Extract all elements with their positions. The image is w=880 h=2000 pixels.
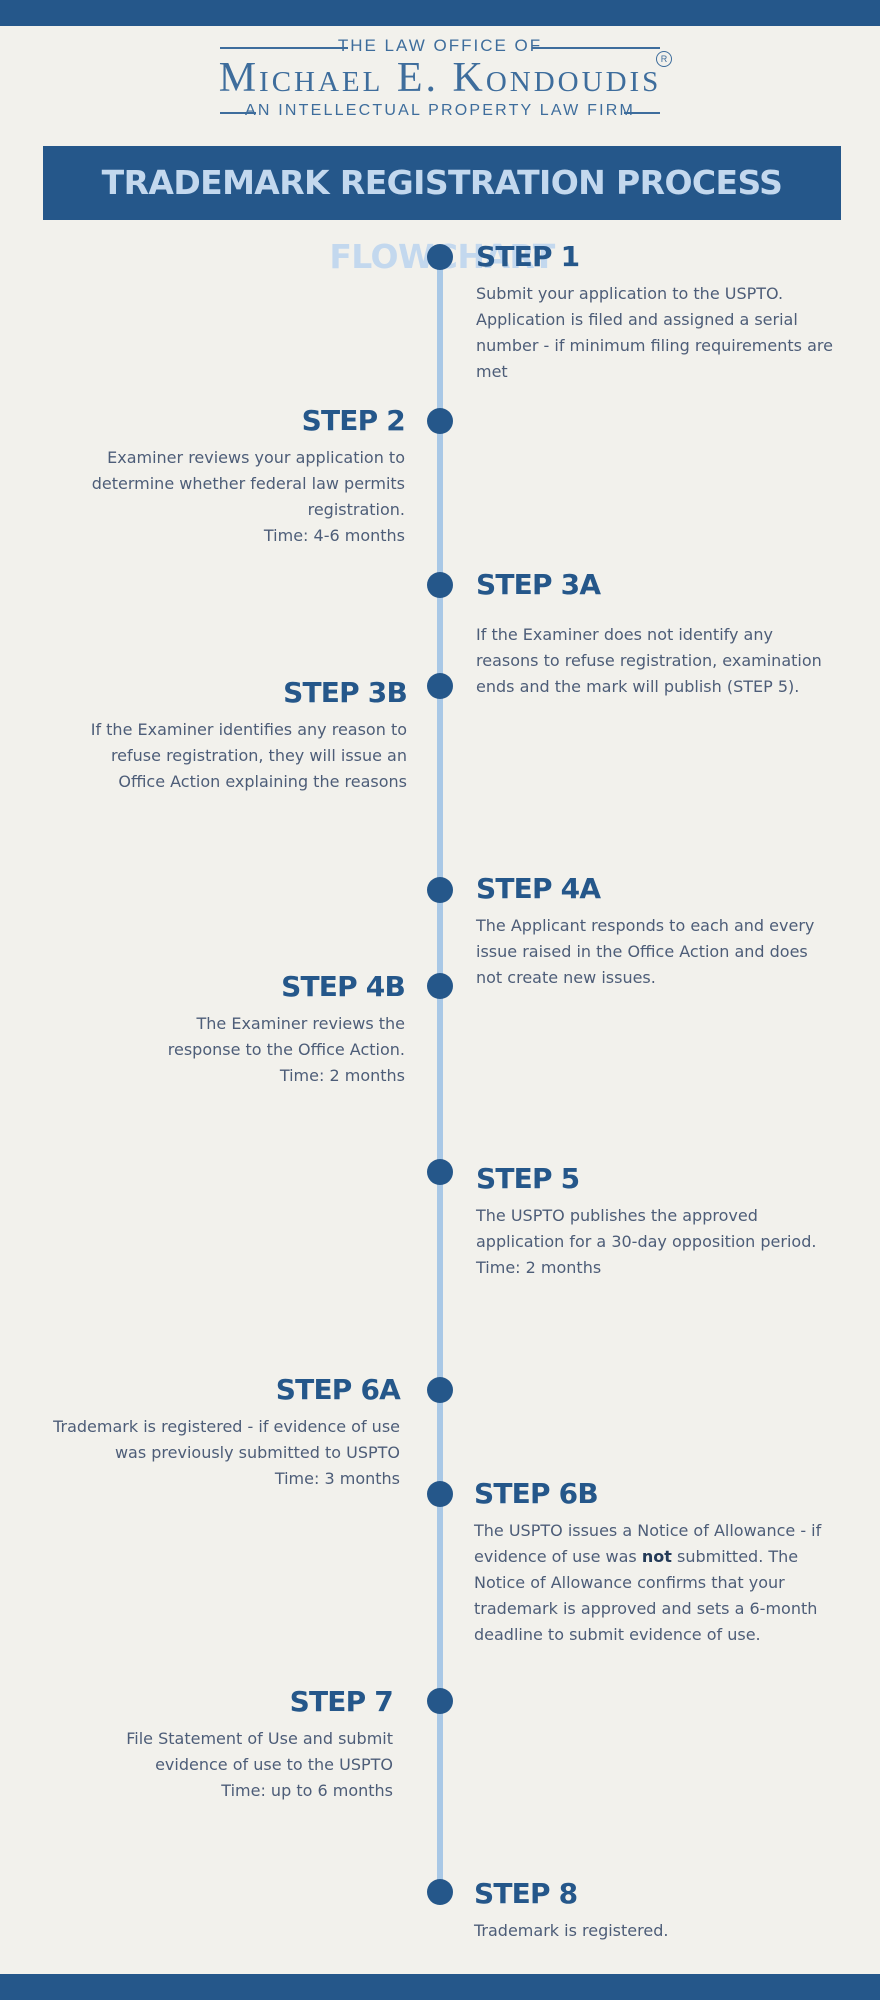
timeline-dot-step-4a	[427, 877, 453, 903]
timeline-dot-step-6a	[427, 1377, 453, 1403]
bottom-bar	[0, 1974, 880, 2000]
step-description: Submit your application to the USPTO. Ap…	[476, 284, 833, 381]
step-6b: STEP 6B The USPTO issues a Notice of All…	[474, 1477, 824, 1648]
step-time: Time: 4-6 months	[263, 526, 405, 545]
timeline-dot-step-7	[427, 1688, 453, 1714]
logo-tagline: AN INTELLECTUAL PROPERTY LAW FIRM	[245, 102, 635, 119]
timeline-dot-step-4b	[427, 973, 453, 999]
step-time: Time: 2 months	[476, 1258, 602, 1277]
emphasis-not: not	[641, 1547, 672, 1566]
logo-rule-left	[220, 47, 348, 49]
logo-rule-right	[532, 47, 660, 49]
step-title: STEP 6A	[275, 1373, 401, 1406]
step-description: The USPTO publishes the approved applica…	[476, 1206, 817, 1251]
step-3a: STEP 3A If the Examiner does not identif…	[476, 568, 836, 700]
timeline-dot-step-1	[427, 244, 453, 270]
step-title: STEP 7	[289, 1685, 394, 1718]
step-description: The Applicant responds to each and every…	[476, 916, 815, 987]
timeline-line	[437, 256, 443, 1892]
logo-rule-bottom-right	[624, 112, 660, 114]
step-description-part: The USPTO issues a Notice of Allowance -…	[474, 1521, 822, 1566]
step-description: The Examiner reviews the response to the…	[167, 1014, 405, 1059]
timeline-dot-step-3a	[427, 572, 453, 598]
step-2: STEP 2 Examiner reviews your application…	[50, 404, 406, 549]
step-description: File Statement of Use and submit evidenc…	[126, 1729, 393, 1774]
step-title: STEP 3B	[283, 676, 408, 709]
timeline-dot-step-3b	[427, 673, 453, 699]
step-title: STEP 1	[476, 240, 580, 273]
registered-mark-icon: R	[656, 51, 672, 67]
timeline-dot-step-8	[427, 1879, 453, 1905]
step-4a: STEP 4A The Applicant responds to each a…	[476, 872, 836, 991]
step-4b: STEP 4B The Examiner reviews the respons…	[120, 970, 406, 1089]
step-description: If the Examiner does not identify any re…	[476, 625, 822, 696]
timeline-dot-step-6b	[427, 1481, 453, 1507]
logo-line-1: THE LAW OFFICE OF	[337, 36, 543, 55]
step-description: Trademark is registered - if evidence of…	[53, 1417, 400, 1462]
step-7: STEP 7 File Statement of Use and submit …	[50, 1685, 394, 1804]
step-description: If the Examiner identifies any reason to…	[90, 720, 407, 791]
step-title: STEP 5	[476, 1162, 580, 1195]
step-title: STEP 4A	[476, 872, 601, 905]
step-time: Time: 3 months	[274, 1469, 400, 1488]
title-banner: TRADEMARK REGISTRATION PROCESS FLOWCHART	[43, 146, 841, 276]
top-bar	[0, 0, 880, 26]
step-title: STEP 4B	[281, 970, 406, 1003]
logo-firm-name: Michael E. Kondoudis	[218, 55, 662, 101]
step-6a: STEP 6A Trademark is registered - if evi…	[40, 1373, 401, 1492]
step-8: STEP 8 Trademark is registered.	[474, 1877, 814, 1944]
step-description: Examiner reviews your application to det…	[91, 448, 405, 519]
page-title: TRADEMARK REGISTRATION PROCESS FLOWCHART	[101, 163, 783, 276]
timeline-dot-step-5	[427, 1159, 453, 1185]
step-title: STEP 6B	[474, 1477, 599, 1510]
logo-rule-bottom-left	[220, 112, 256, 114]
timeline-dot-step-2	[427, 408, 453, 434]
step-title: STEP 2	[301, 404, 406, 437]
step-1: STEP 1 Submit your application to the US…	[476, 240, 846, 385]
step-title: STEP 3A	[476, 568, 601, 601]
firm-logo: THE LAW OFFICE OF Michael E. Kondoudis R…	[0, 36, 880, 126]
step-title: STEP 8	[474, 1877, 578, 1910]
step-description: Trademark is registered.	[474, 1921, 669, 1940]
step-5: STEP 5 The USPTO publishes the approved …	[476, 1162, 836, 1281]
step-3b: STEP 3B If the Examiner identifies any r…	[60, 676, 408, 795]
step-description-part: submitted. The Notice of Allowance confi…	[474, 1547, 818, 1644]
step-description: The USPTO issues a Notice of Allowance -…	[474, 1518, 824, 1648]
step-time: Time: up to 6 months	[221, 1781, 393, 1800]
step-time: Time: 2 months	[279, 1066, 405, 1085]
